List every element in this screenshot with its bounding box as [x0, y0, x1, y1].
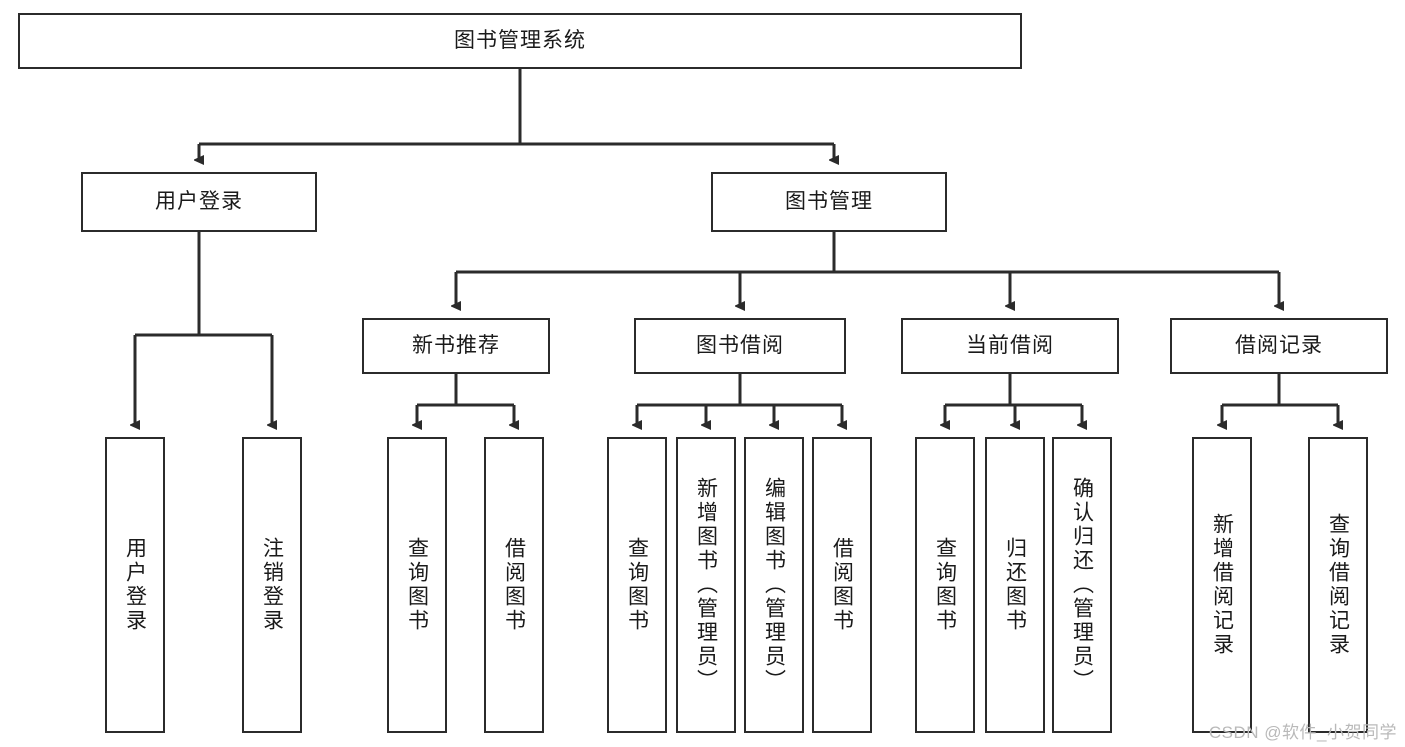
leaf-return-book-label: 归还图书: [1003, 537, 1027, 633]
leaf-add-book-label: 新增图书（管理员）: [694, 477, 718, 693]
node-user-login-label: 用户登录: [155, 190, 243, 214]
node-book-borrow-label: 图书借阅: [696, 334, 784, 358]
leaf-user-login[interactable]: 用户登录: [105, 437, 165, 733]
leaf-user-login-label: 用户登录: [123, 537, 147, 633]
leaf-query-record-label: 查询借阅记录: [1326, 513, 1350, 657]
leaf-return-book[interactable]: 归还图书: [985, 437, 1045, 733]
node-new-book-recommend-label: 新书推荐: [412, 334, 500, 358]
node-book-management[interactable]: 图书管理: [711, 172, 947, 232]
node-root-label: 图书管理系统: [454, 29, 586, 53]
leaf-query-record[interactable]: 查询借阅记录: [1308, 437, 1368, 733]
node-root[interactable]: 图书管理系统: [18, 13, 1022, 69]
node-user-login[interactable]: 用户登录: [81, 172, 317, 232]
leaf-query-book-3-label: 查询图书: [933, 537, 957, 633]
leaf-edit-book[interactable]: 编辑图书（管理员）: [744, 437, 804, 733]
watermark-text: CSDN @软件_小贺同学: [1208, 723, 1397, 742]
leaf-borrow-book-1-label: 借阅图书: [502, 537, 526, 633]
leaf-borrow-book-2[interactable]: 借阅图书: [812, 437, 872, 733]
leaf-query-book-2[interactable]: 查询图书: [607, 437, 667, 733]
leaf-borrow-book-2-label: 借阅图书: [830, 537, 854, 633]
node-book-management-label: 图书管理: [785, 190, 873, 214]
leaf-add-book[interactable]: 新增图书（管理员）: [676, 437, 736, 733]
node-new-book-recommend[interactable]: 新书推荐: [362, 318, 550, 374]
leaf-borrow-book-1[interactable]: 借阅图书: [484, 437, 544, 733]
node-current-borrow-label: 当前借阅: [966, 334, 1054, 358]
node-book-borrow[interactable]: 图书借阅: [634, 318, 846, 374]
leaf-query-book-1[interactable]: 查询图书: [387, 437, 447, 733]
leaf-edit-book-label: 编辑图书（管理员）: [762, 477, 786, 693]
leaf-add-record[interactable]: 新增借阅记录: [1192, 437, 1252, 733]
node-current-borrow[interactable]: 当前借阅: [901, 318, 1119, 374]
leaf-query-book-3[interactable]: 查询图书: [915, 437, 975, 733]
leaf-logout-label: 注销登录: [260, 537, 284, 633]
leaf-confirm-return-label: 确认归还（管理员）: [1070, 477, 1094, 693]
leaf-confirm-return[interactable]: 确认归还（管理员）: [1052, 437, 1112, 733]
node-borrow-record[interactable]: 借阅记录: [1170, 318, 1388, 374]
leaf-query-book-2-label: 查询图书: [625, 537, 649, 633]
node-borrow-record-label: 借阅记录: [1235, 334, 1323, 358]
leaf-query-book-1-label: 查询图书: [405, 537, 429, 633]
leaf-add-record-label: 新增借阅记录: [1210, 513, 1234, 657]
leaf-logout[interactable]: 注销登录: [242, 437, 302, 733]
